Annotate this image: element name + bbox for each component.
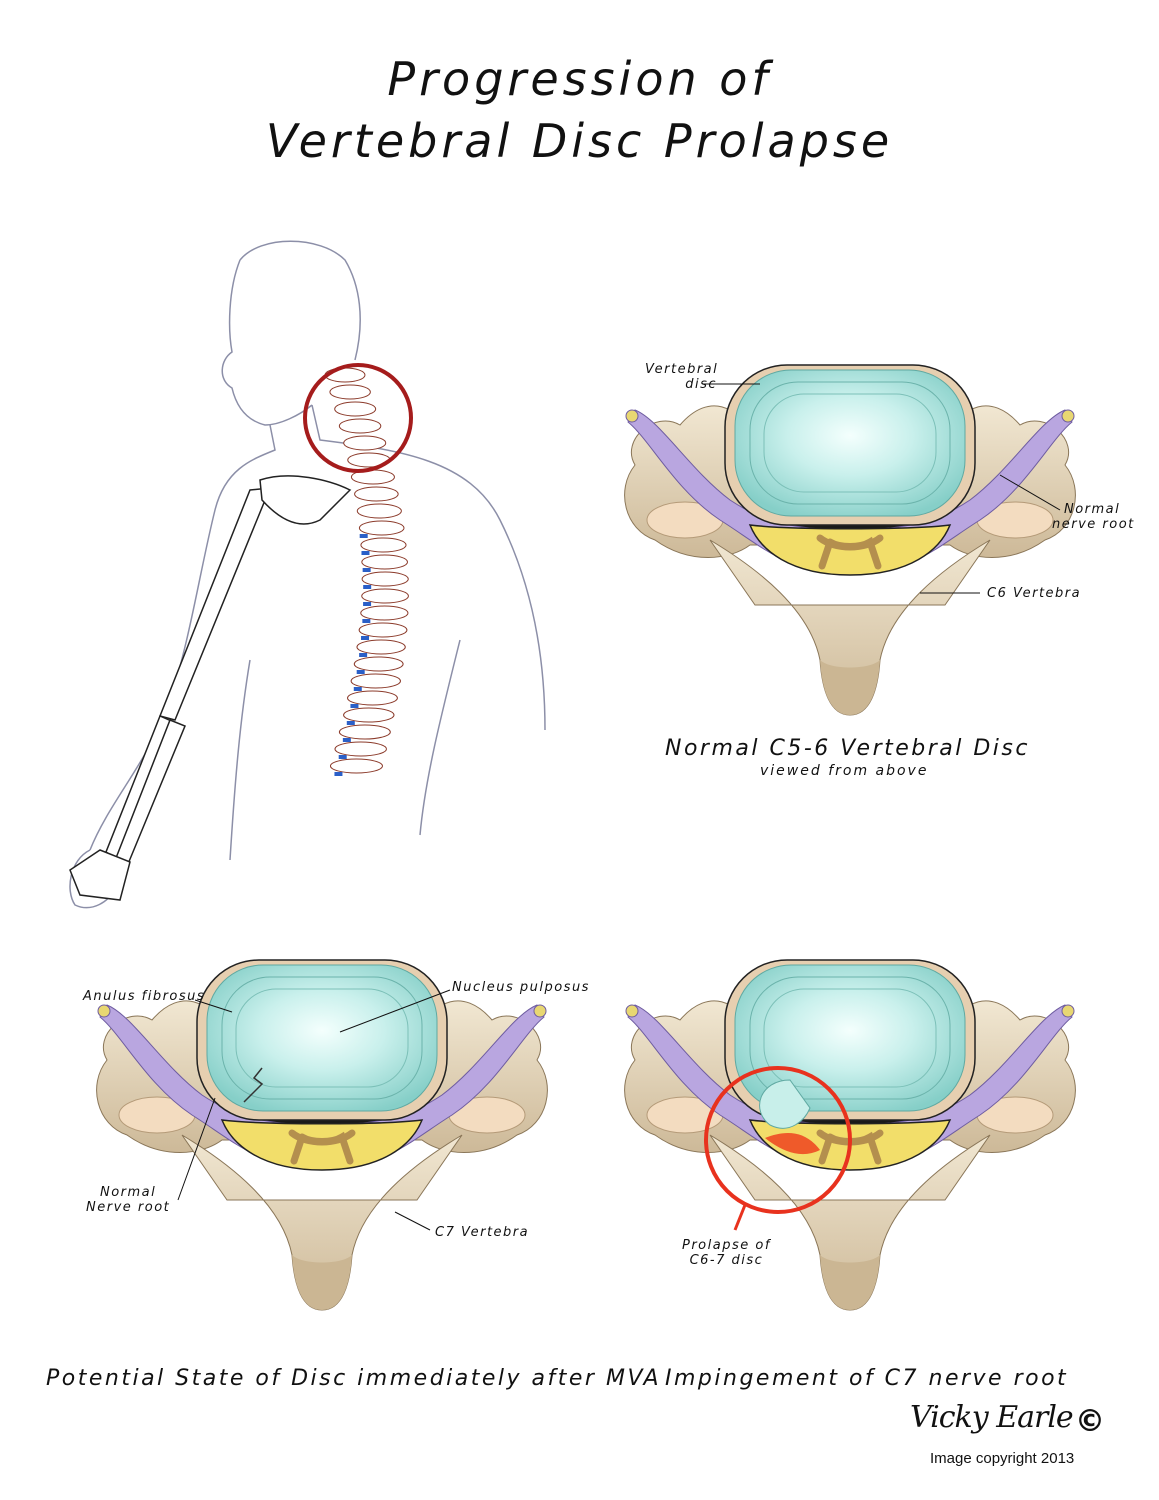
prolapsed-disc xyxy=(759,1079,811,1129)
intervertebral-disc xyxy=(362,619,371,623)
label-line: nerve root xyxy=(1052,517,1135,532)
intervertebral-disc xyxy=(363,602,372,606)
arm-bones xyxy=(69,475,352,901)
impinged-nerve xyxy=(765,1133,820,1155)
spine-vertebra xyxy=(360,537,407,553)
title-line-1: Progression of xyxy=(387,52,772,106)
spine-vertebra xyxy=(338,724,391,740)
spine xyxy=(324,367,409,776)
intervertebral-disc xyxy=(363,585,372,589)
copyright-symbol: © xyxy=(1075,1404,1105,1439)
anulus-tear xyxy=(243,1067,264,1103)
label-nucleus-pulposus: Nucleus pulposus xyxy=(452,980,590,995)
caption-normal: Normal C5-6 Vertebral Disc xyxy=(665,736,1030,761)
intervertebral-disc xyxy=(346,721,355,725)
spine-vertebra xyxy=(353,656,404,672)
label-vertebral-disc: Vertebral disc xyxy=(645,362,717,392)
label-anulus-fibrosus: Anulus fibrosus xyxy=(83,989,206,1004)
label-line: C6-7 disc xyxy=(689,1253,764,1268)
spine-vertebra xyxy=(334,401,377,417)
label-normal-nerve-root-2: Normal Nerve root xyxy=(86,1185,170,1215)
intervertebral-disc xyxy=(361,551,370,555)
label-line: Vertebral xyxy=(645,362,719,377)
label-line: Nerve root xyxy=(86,1200,171,1215)
spine-vertebra xyxy=(356,639,406,655)
label-line: disc xyxy=(685,377,717,392)
spine-vertebra xyxy=(329,758,383,774)
intervertebral-disc xyxy=(338,755,347,759)
label-c6-vertebra: C6 Vertebra xyxy=(987,586,1082,601)
spine-vertebra xyxy=(343,435,387,451)
intervertebral-disc xyxy=(361,636,370,640)
page-title: Progression of Vertebral Disc Prolapse xyxy=(0,48,1159,172)
vertebra-after-mva xyxy=(97,960,548,1310)
subcaption-normal: viewed from above xyxy=(760,763,929,779)
caption-after-mva: Potential State of Disc immediately afte… xyxy=(46,1366,662,1391)
spine-vertebra xyxy=(350,673,401,689)
label-line: Normal xyxy=(99,1185,157,1200)
artist-signature: Vicky Earle xyxy=(910,1400,1074,1435)
spine-vertebra xyxy=(358,622,408,638)
label-c7-vertebra: C7 Vertebra xyxy=(435,1225,530,1240)
label-prolapse: Prolapse of C6-7 disc xyxy=(682,1238,771,1268)
intervertebral-disc xyxy=(359,653,368,657)
spine-vertebra xyxy=(361,588,409,604)
intervertebral-disc xyxy=(362,568,371,572)
spine-vertebra xyxy=(361,554,409,570)
intervertebral-disc xyxy=(356,670,365,674)
prolapse-highlight-circle xyxy=(704,1066,852,1214)
leader-lines xyxy=(177,383,1061,1231)
label-line: Normal xyxy=(1064,502,1121,517)
spine-vertebra xyxy=(361,571,409,587)
intervertebral-disc xyxy=(353,687,362,691)
title-line-2: Vertebral Disc Prolapse xyxy=(265,114,894,168)
label-line: Prolapse of xyxy=(682,1238,771,1253)
spine-vertebra xyxy=(338,418,382,434)
spine-vertebra xyxy=(329,384,371,400)
caption-impingement: Impingement of C7 nerve root xyxy=(665,1366,1069,1391)
spine-vertebra xyxy=(354,486,399,502)
spine-vertebra xyxy=(347,690,398,706)
spine-vertebra xyxy=(343,707,395,723)
intervertebral-disc xyxy=(334,772,343,776)
spine-vertebra xyxy=(334,741,387,757)
copyright-text: Image copyright 2013 xyxy=(930,1450,1075,1467)
spine-vertebra xyxy=(356,503,402,519)
intervertebral-disc xyxy=(342,738,351,742)
intervertebral-disc xyxy=(350,704,359,708)
spine-vertebra xyxy=(358,520,405,536)
cervical-highlight-circle xyxy=(303,363,413,473)
label-normal-nerve-root: Normal nerve root xyxy=(1052,502,1135,532)
intervertebral-disc xyxy=(359,534,368,538)
prolapse-pointer xyxy=(733,1204,747,1231)
spine-vertebra xyxy=(360,605,409,621)
vertebra-normal xyxy=(625,365,1076,715)
